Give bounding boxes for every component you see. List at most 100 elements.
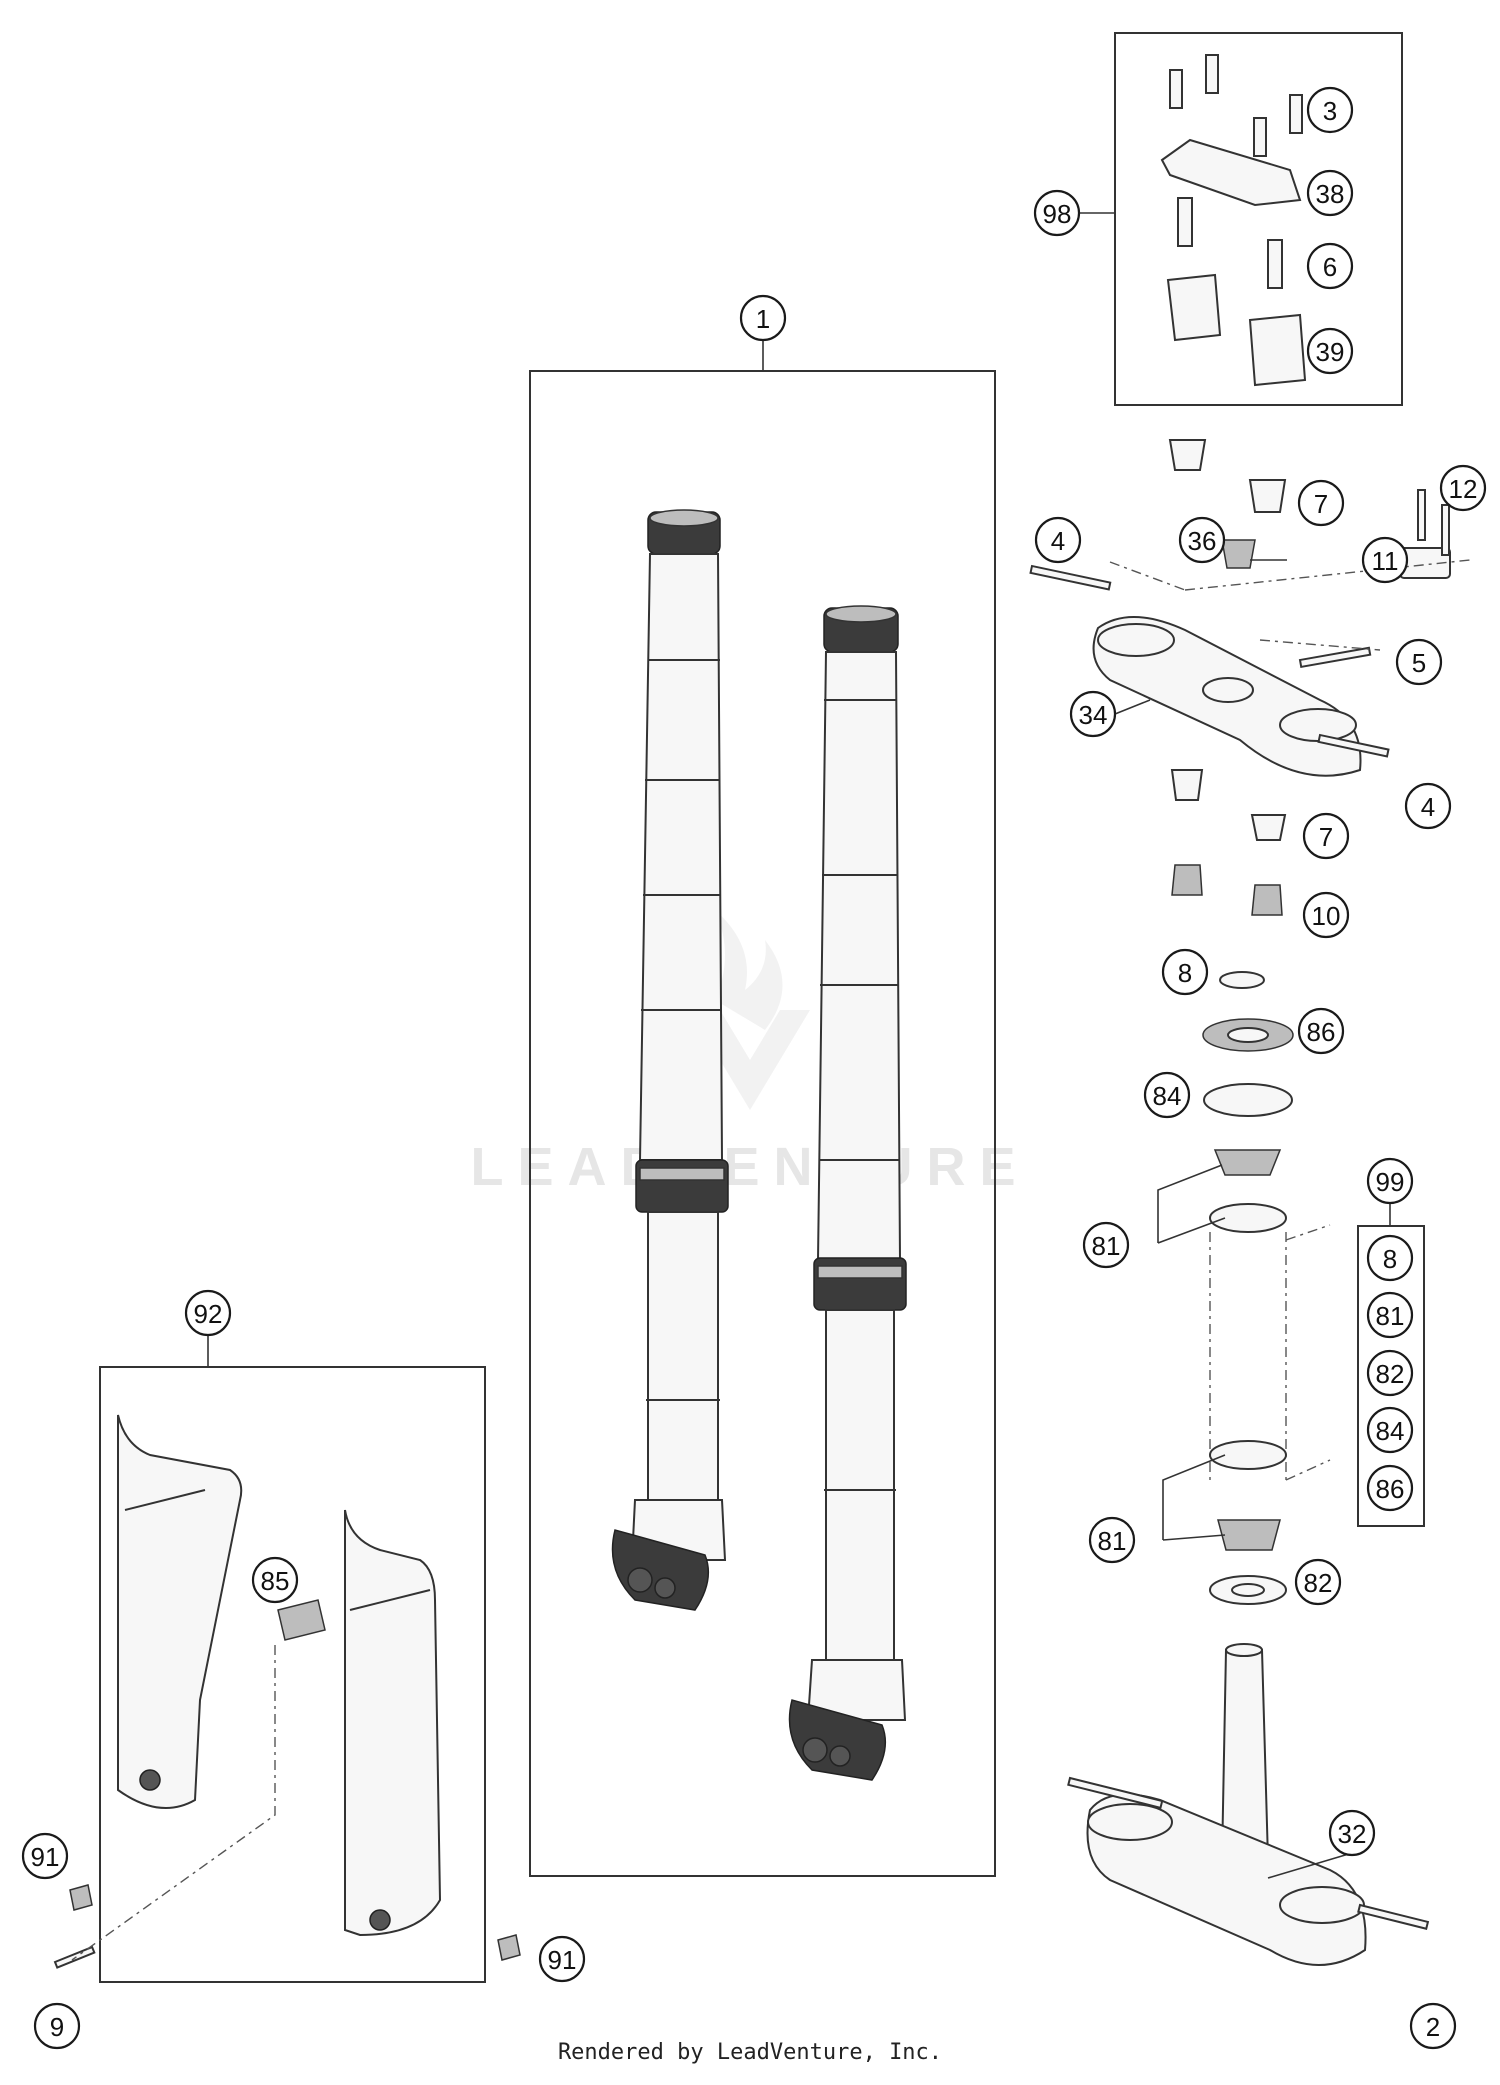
svg-text:81: 81 [1376, 1301, 1405, 1331]
bolt-3d [1289, 94, 1303, 134]
watermark-text: LEADVENTURE [470, 1137, 1029, 1197]
callout-kit-82[interactable]: 82 [1366, 1349, 1414, 1397]
bearing-race-81-bottom [1209, 1440, 1287, 1470]
fork-assembly-box [529, 370, 996, 1877]
svg-text:34: 34 [1079, 700, 1108, 730]
handlebar-clamp-lower-b [1248, 313, 1307, 387]
svg-text:91: 91 [548, 1945, 577, 1975]
callout-10[interactable]: 10 [1302, 891, 1350, 939]
svg-text:5: 5 [1412, 648, 1426, 678]
callout-81-top[interactable]: 81 [1082, 1221, 1130, 1269]
svg-text:12: 12 [1449, 474, 1478, 504]
svg-text:98: 98 [1043, 199, 1072, 229]
callout-kit-84[interactable]: 84 [1366, 1406, 1414, 1454]
leader-34 [1114, 699, 1151, 715]
fork-protector-right [344, 1509, 442, 1937]
svg-text:82: 82 [1304, 1568, 1333, 1598]
nut-36 [1221, 539, 1256, 569]
callout-81-bottom[interactable]: 81 [1088, 1516, 1136, 1564]
steering-bearing-group [1202, 971, 1331, 1605]
callout-8[interactable]: 8 [1161, 948, 1209, 996]
callout-91-right[interactable]: 91 [538, 1935, 586, 1983]
callout-34[interactable]: 34 [1069, 690, 1117, 738]
callout-98[interactable]: 98 [1033, 189, 1081, 237]
steering-bearing-kit-box [1357, 1225, 1425, 1527]
svg-text:84: 84 [1153, 1081, 1182, 1111]
callout-7-top[interactable]: 7 [1297, 479, 1345, 527]
callout-2[interactable]: 2 [1409, 2002, 1457, 2050]
svg-text:4: 4 [1051, 526, 1065, 556]
callout-kit-81[interactable]: 81 [1366, 1291, 1414, 1339]
fork-protector-left [117, 1414, 243, 1809]
bearing-race-81-top [1209, 1203, 1287, 1233]
callout-91-left[interactable]: 91 [21, 1832, 69, 1880]
callout-4-top[interactable]: 4 [1034, 516, 1082, 564]
svg-text:38: 38 [1316, 179, 1345, 209]
screw-91-right [497, 1934, 521, 1961]
callout-4-bottom[interactable]: 4 [1404, 782, 1452, 830]
svg-text:39: 39 [1316, 337, 1345, 367]
bushing-7-top-a [1168, 439, 1207, 471]
bearing-81-top [1213, 1149, 1282, 1176]
callout-12[interactable]: 12 [1439, 464, 1487, 512]
fork-protector-group [53, 1414, 521, 1969]
callout-kit-86[interactable]: 86 [1366, 1464, 1414, 1512]
svg-text:8: 8 [1178, 958, 1192, 988]
fork-inner-tube-left [647, 1211, 719, 1501]
svg-text:1: 1 [756, 304, 770, 334]
alignment-line-protector [71, 1645, 276, 1961]
svg-text:36: 36 [1188, 526, 1217, 556]
callout-84[interactable]: 84 [1143, 1071, 1191, 1119]
svg-text:82: 82 [1376, 1359, 1405, 1389]
callout-1[interactable]: 1 [739, 294, 787, 342]
bolt-6a [1177, 197, 1193, 247]
callout-9[interactable]: 9 [33, 2002, 81, 2050]
callout-39[interactable]: 39 [1306, 327, 1354, 375]
callout-99[interactable]: 99 [1366, 1157, 1414, 1205]
svg-text:92: 92 [194, 1299, 223, 1329]
callout-11[interactable]: 11 [1361, 536, 1409, 584]
handlebar-clamp-lower-a [1166, 273, 1222, 342]
callout-92[interactable]: 92 [184, 1289, 232, 1337]
screw-12a [1417, 489, 1426, 541]
svg-text:4: 4 [1421, 792, 1435, 822]
svg-text:10: 10 [1312, 901, 1341, 931]
steering-head-outline [1209, 1224, 1331, 1481]
fork-leg-right [788, 605, 907, 1781]
callout-82[interactable]: 82 [1294, 1558, 1342, 1606]
callout-86[interactable]: 86 [1297, 1007, 1345, 1055]
leader-81-bottom [1162, 1454, 1226, 1541]
handlebar-clamp-top [1160, 138, 1302, 207]
callout-5[interactable]: 5 [1395, 638, 1443, 686]
callout-32[interactable]: 32 [1328, 1809, 1376, 1857]
callout-6[interactable]: 6 [1306, 242, 1354, 290]
svg-text:7: 7 [1319, 822, 1333, 852]
svg-text:84: 84 [1376, 1416, 1405, 1446]
bushing-7-bottom-a [1170, 769, 1204, 801]
upper-triple-clamp-group [1029, 439, 1451, 916]
alignment-lines-upper [1109, 559, 1471, 651]
svg-text:32: 32 [1338, 1819, 1367, 1849]
bushing-7-bottom-b [1250, 814, 1287, 841]
o-ring-8 [1219, 971, 1265, 989]
svg-text:7: 7 [1314, 489, 1328, 519]
bolt-3b [1205, 54, 1219, 94]
leader-32 [1267, 1852, 1353, 1879]
fork-axle-lug-right [806, 1659, 907, 1721]
callout-kit-8[interactable]: 8 [1366, 1234, 1414, 1282]
svg-text:99: 99 [1376, 1167, 1405, 1197]
callout-38[interactable]: 38 [1306, 169, 1354, 217]
svg-text:81: 81 [1092, 1231, 1121, 1261]
bearing-81-bottom [1217, 1519, 1281, 1551]
callout-36[interactable]: 36 [1178, 516, 1226, 564]
callout-3[interactable]: 3 [1306, 86, 1354, 134]
svg-text:2: 2 [1426, 2012, 1440, 2042]
svg-text:8: 8 [1383, 1244, 1397, 1274]
svg-text:91: 91 [31, 1842, 60, 1872]
lower-triple-clamp-group [1067, 1643, 1430, 1966]
bushing-10a [1171, 864, 1203, 896]
callout-85[interactable]: 85 [251, 1556, 299, 1604]
bushing-7-top-b [1248, 479, 1287, 513]
callout-7-bottom[interactable]: 7 [1302, 812, 1350, 860]
